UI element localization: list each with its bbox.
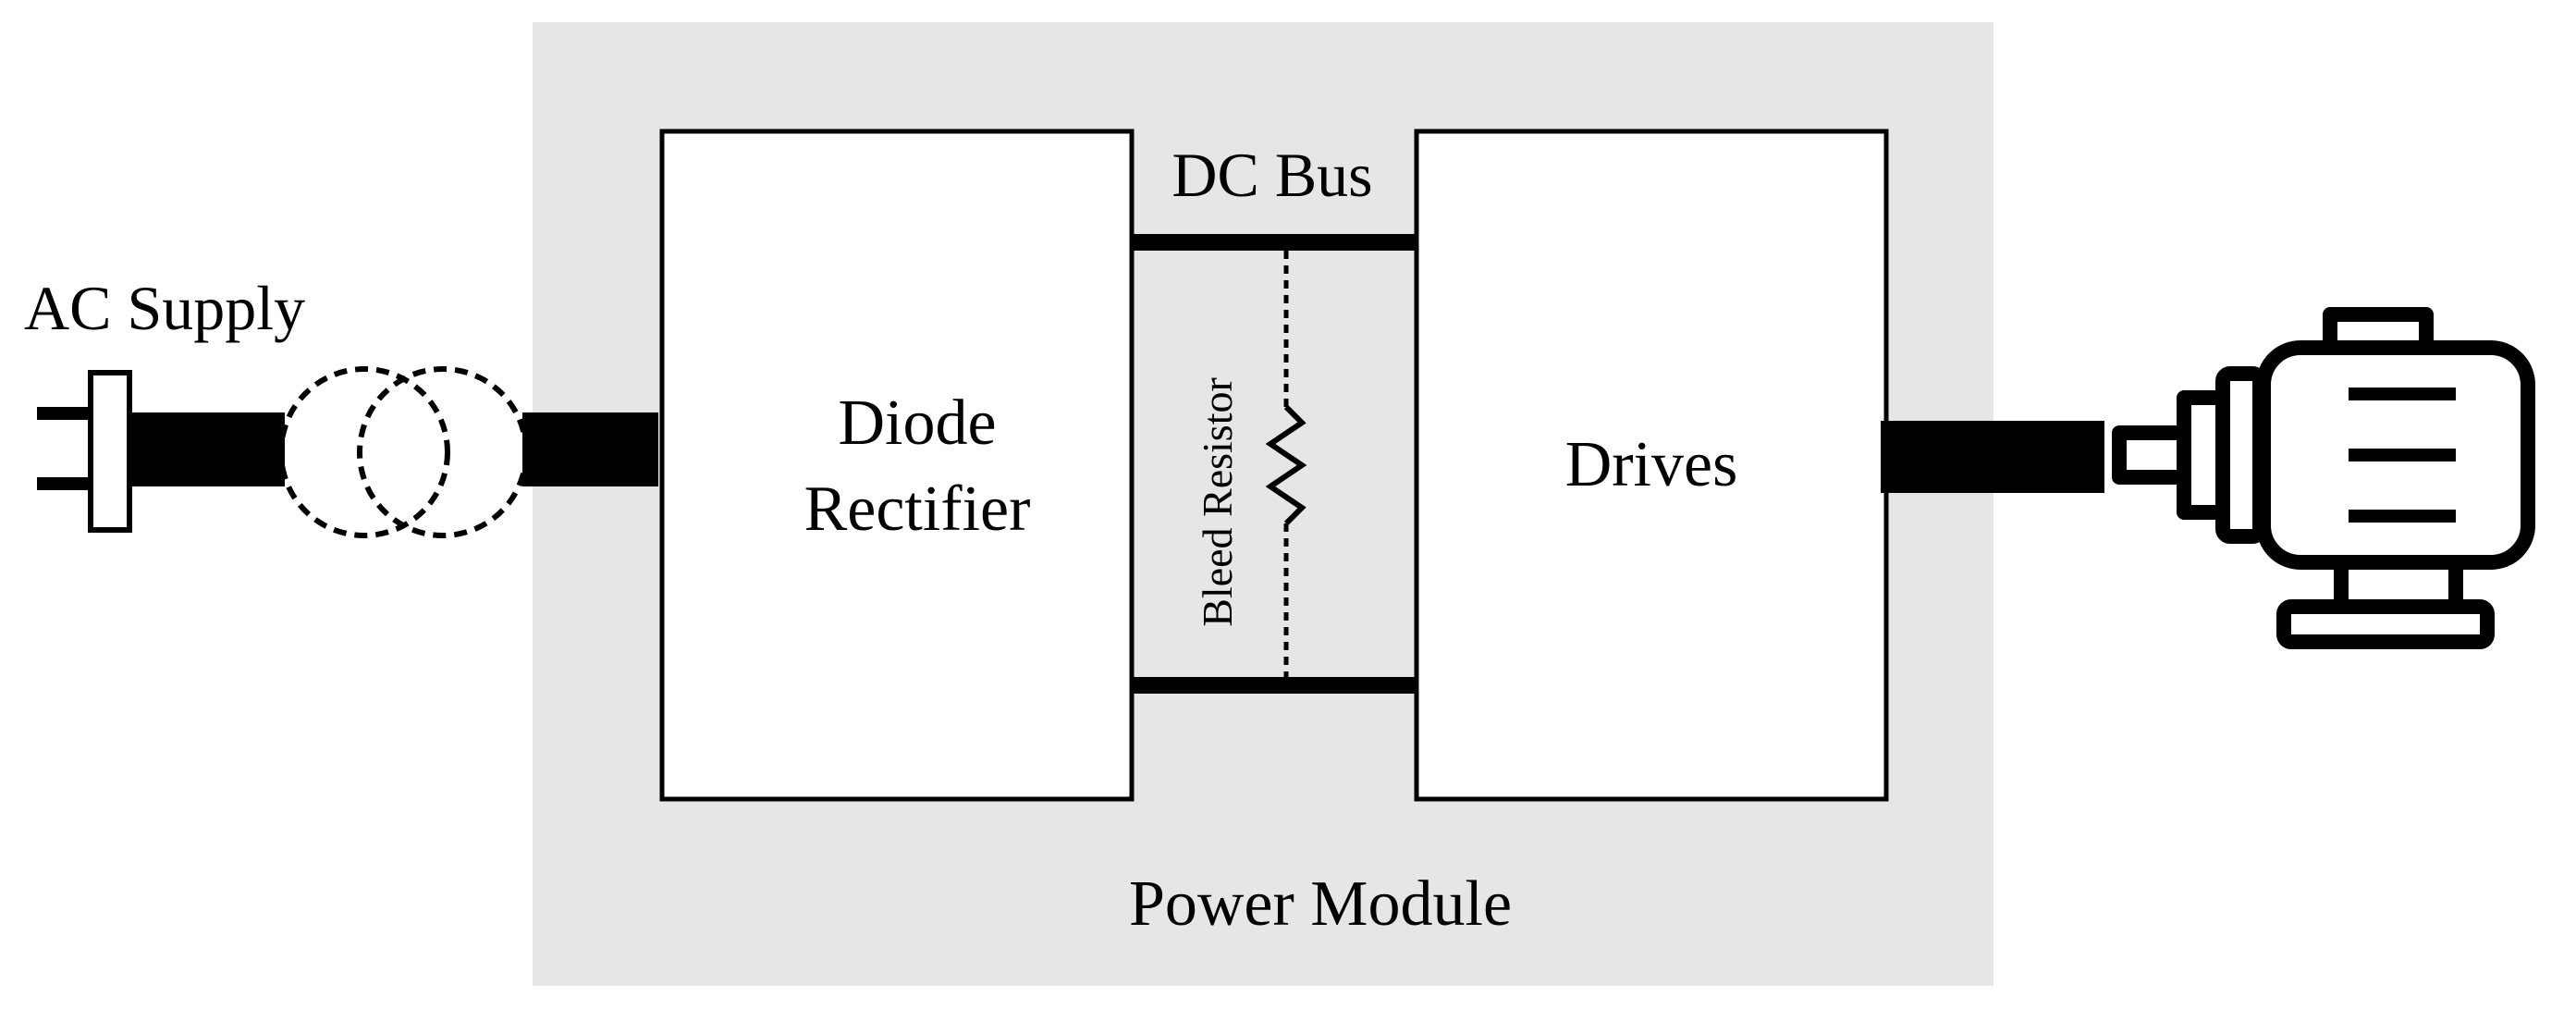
dc-bus-label: DC Bus xyxy=(1171,140,1372,210)
rectifier-label-line1: Diode xyxy=(838,388,996,459)
motor-cable xyxy=(1881,421,2104,493)
drives-label: Drives xyxy=(1565,429,1738,500)
rectifier-input-cable xyxy=(522,412,658,486)
ac-supply-label: AC Supply xyxy=(24,273,305,343)
supply-cable xyxy=(129,412,285,486)
power-module-label: Power Module xyxy=(1129,868,1512,940)
diode-rectifier-block xyxy=(659,129,1135,802)
dc-bus-upper xyxy=(1132,234,1417,251)
resistor-icon xyxy=(1265,251,1307,677)
motor-icon xyxy=(2112,307,2535,649)
rectifier-label-line2: Rectifier xyxy=(804,474,1031,545)
plug-icon xyxy=(37,370,132,533)
bleed-resistor-label: Bleed Resistor xyxy=(1194,377,1241,627)
transformer-icon xyxy=(278,366,529,538)
dc-bus-lower xyxy=(1132,677,1417,694)
drives-block xyxy=(1414,129,1889,802)
